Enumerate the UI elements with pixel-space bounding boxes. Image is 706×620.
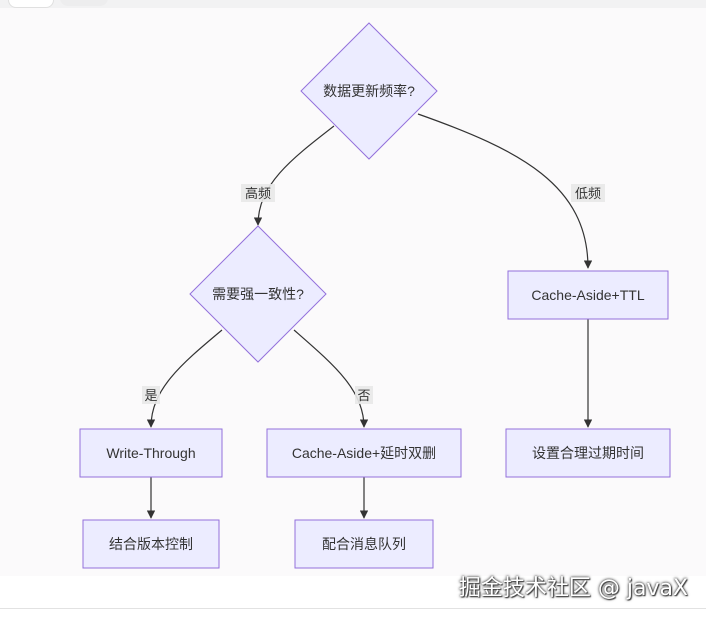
decision-strong-consistency[interactable]: 需要强一致性? bbox=[189, 225, 327, 363]
footer-area bbox=[0, 576, 706, 620]
svg-text:低频: 低频 bbox=[575, 186, 601, 201]
svg-text:设置合理过期时间: 设置合理过期时间 bbox=[532, 445, 644, 461]
svg-text:结合版本控制: 结合版本控制 bbox=[109, 536, 193, 552]
edge-label-low: 低频 bbox=[571, 184, 605, 202]
svg-text:是: 是 bbox=[144, 388, 157, 403]
node-cache-aside-ttl[interactable]: Cache-Aside+TTL bbox=[507, 270, 669, 320]
edge-label-no: 否 bbox=[355, 386, 373, 404]
edge-consistency-to-double-delete bbox=[293, 329, 369, 428]
svg-text:高频: 高频 bbox=[245, 186, 271, 201]
edge-consistency-to-write-through bbox=[146, 329, 223, 428]
svg-text:配合消息队列: 配合消息队列 bbox=[322, 536, 406, 552]
edge-label-yes: 是 bbox=[142, 386, 160, 404]
edge-freq-to-ttl bbox=[417, 113, 593, 269]
svg-text:数据更新频率?: 数据更新频率? bbox=[323, 83, 415, 99]
node-cache-aside-double-delete[interactable]: Cache-Aside+延时双删 bbox=[266, 428, 462, 478]
edge-label-high: 高频 bbox=[241, 184, 275, 202]
node-write-through[interactable]: Write-Through bbox=[79, 428, 223, 478]
svg-text:Cache-Aside+延时双删: Cache-Aside+延时双删 bbox=[292, 445, 436, 461]
watermark: 掘金技术社区 @ javaX bbox=[458, 576, 688, 601]
node-version-control[interactable]: 结合版本控制 bbox=[82, 519, 220, 569]
node-set-expire-time[interactable]: 设置合理过期时间 bbox=[505, 428, 671, 478]
edge-freq-to-consistency bbox=[253, 125, 335, 226]
decision-update-frequency[interactable]: 数据更新频率? bbox=[300, 22, 438, 160]
footer-divider bbox=[0, 608, 706, 609]
top-toolbar bbox=[0, 0, 706, 8]
toolbar-tab[interactable] bbox=[60, 0, 108, 6]
svg-text:需要强一致性?: 需要强一致性? bbox=[212, 286, 304, 302]
svg-text:Cache-Aside+TTL: Cache-Aside+TTL bbox=[531, 287, 644, 303]
svg-text:Write-Through: Write-Through bbox=[106, 445, 195, 461]
node-message-queue[interactable]: 配合消息队列 bbox=[294, 519, 434, 569]
svg-text:否: 否 bbox=[357, 388, 370, 403]
